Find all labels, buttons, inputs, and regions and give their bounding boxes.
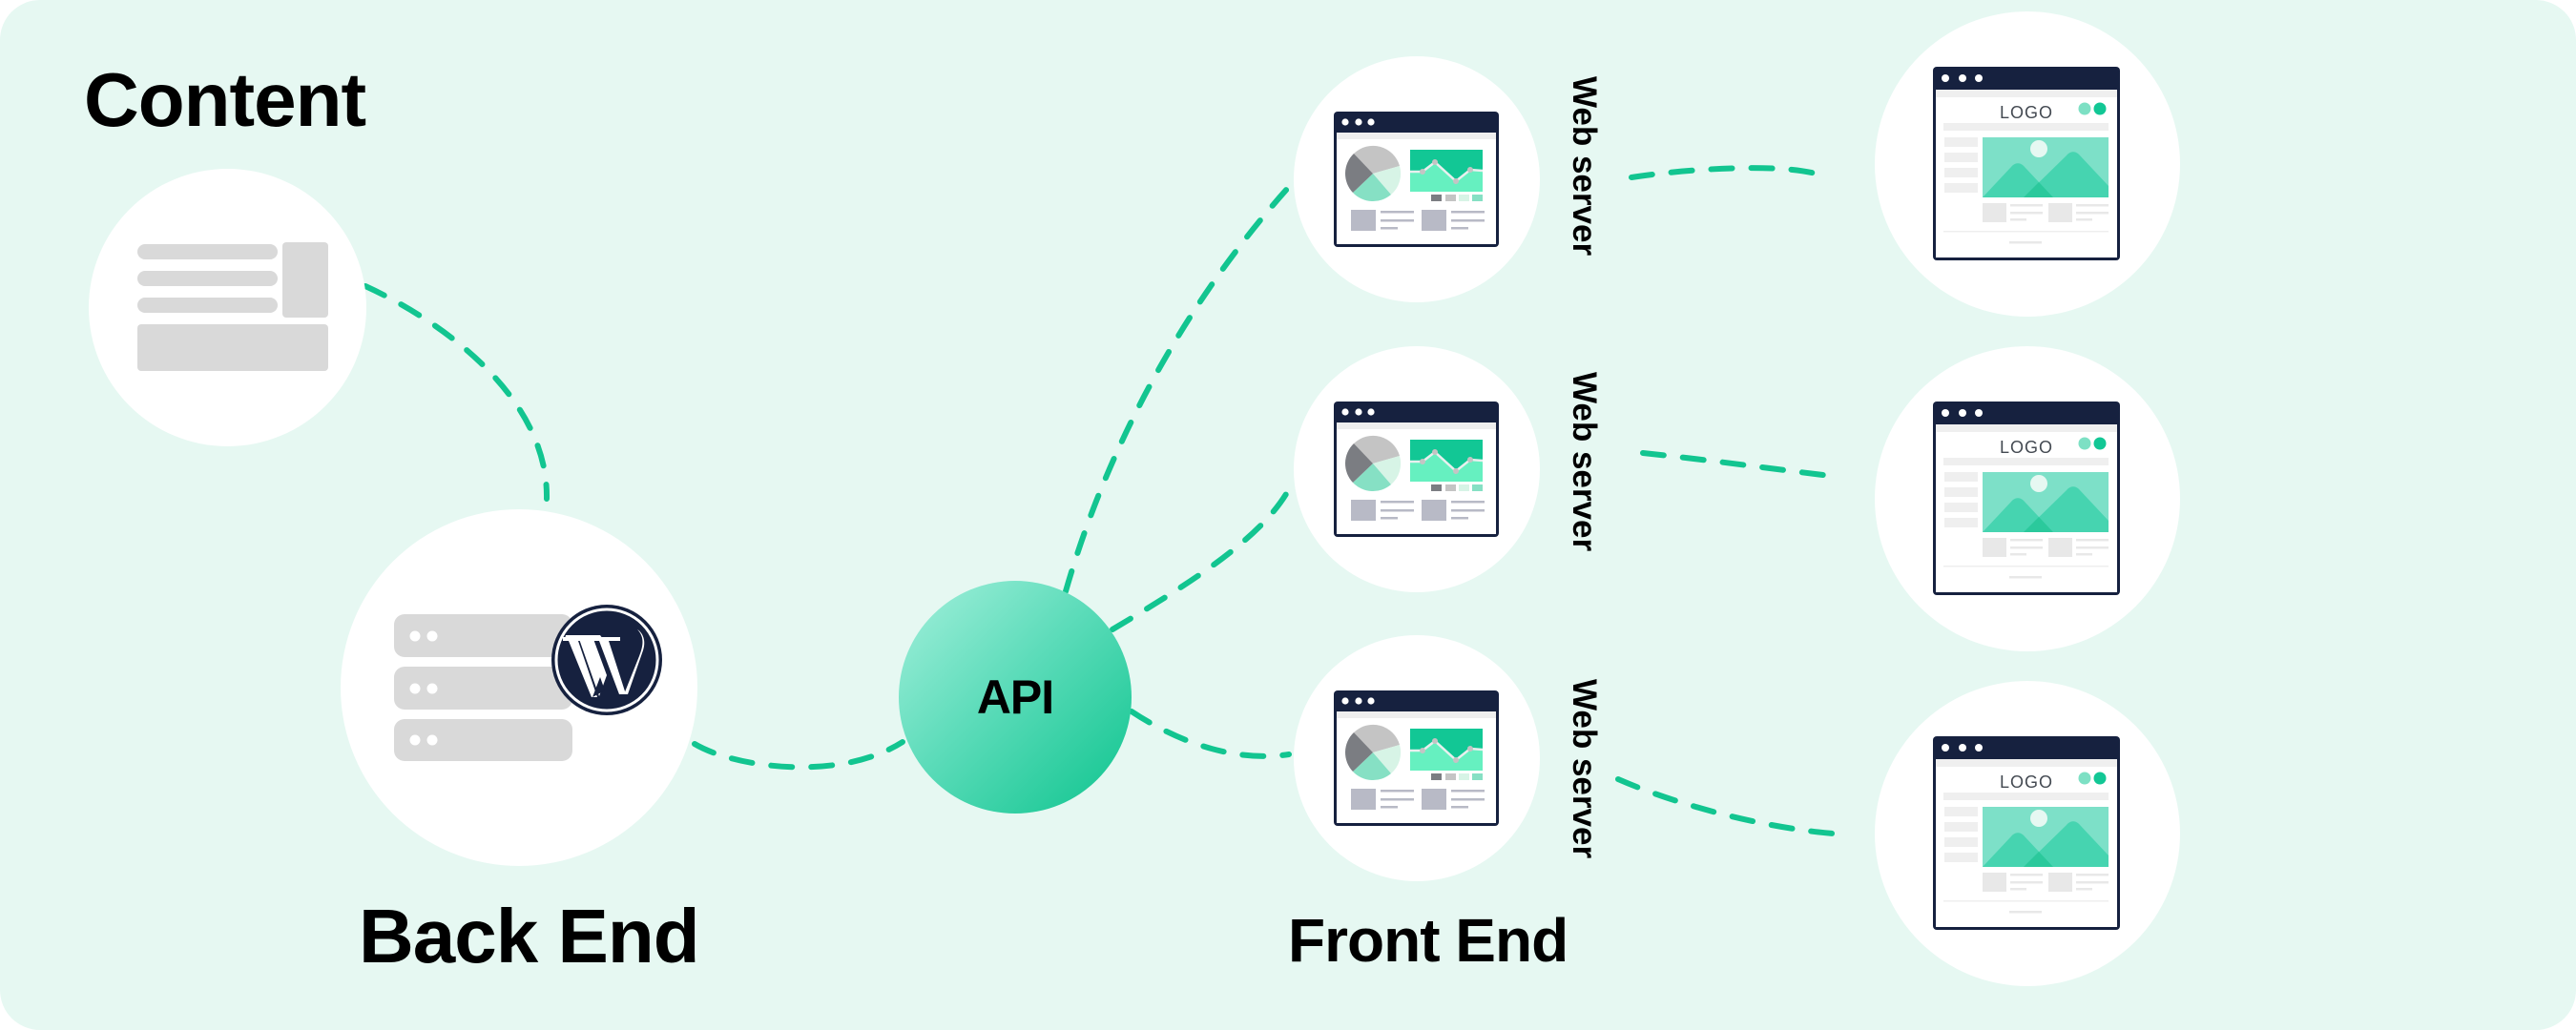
edge-backend-to-api [692, 739, 905, 771]
web-server-label-1: Web server [1566, 76, 1603, 257]
logo-placeholder-text: LOGO [2000, 772, 2053, 792]
content-node [89, 169, 366, 446]
back-end-heading: Back End [359, 894, 700, 978]
web-server-label-3: Web server [1566, 679, 1603, 859]
front-end-node-2 [1294, 346, 1540, 592]
website-node-1: LOGO [1875, 11, 2180, 317]
front-end-heading: Front End [1288, 906, 1568, 975]
edge-content-to-backend [363, 283, 551, 502]
front-end-node-3 [1294, 635, 1540, 881]
website-node-2: LOGO [1875, 346, 2180, 651]
website-window-icon: LOGO [1933, 736, 2120, 930]
dashboard-window-icon [1334, 690, 1499, 826]
logo-placeholder-text: LOGO [2000, 438, 2053, 457]
wordpress-logo-icon [551, 605, 662, 715]
website-window-icon: LOGO [1933, 402, 2120, 595]
edge-api-to-frontend-1 [1063, 185, 1291, 594]
edge-frontend-1-to-website-1 [1629, 165, 1832, 181]
logo-placeholder-text: LOGO [2000, 103, 2053, 122]
edge-frontend-3-to-website-3 [1615, 776, 1836, 836]
dashboard-window-icon [1334, 402, 1499, 537]
edge-frontend-2-to-website-2 [1640, 450, 1834, 479]
content-document-icon [137, 242, 328, 371]
api-node: API [899, 581, 1132, 814]
web-server-label-2: Web server [1566, 372, 1603, 552]
edge-api-to-frontend-2 [1110, 479, 1296, 632]
server-stack-icon [394, 614, 572, 761]
api-label: API [976, 670, 1054, 724]
front-end-node-1 [1294, 56, 1540, 302]
content-heading: Content [84, 57, 366, 142]
dashboard-window-icon [1334, 112, 1499, 247]
website-node-3: LOGO [1875, 681, 2180, 986]
website-window-icon: LOGO [1933, 67, 2120, 260]
back-end-node [341, 509, 697, 866]
edge-api-to-frontend-3 [1129, 709, 1292, 759]
